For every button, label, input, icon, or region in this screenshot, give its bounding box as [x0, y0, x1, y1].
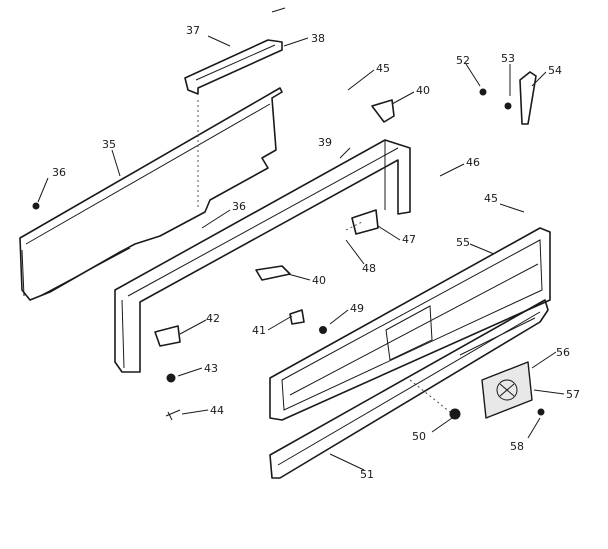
callout-49: 49 — [350, 302, 364, 315]
leader-lines — [37, 35, 565, 471]
callout-55: 55 — [456, 236, 470, 249]
callout-36-center: 36 — [232, 200, 246, 213]
callout-56: 56 — [556, 346, 570, 359]
part-top-bracket — [184, 7, 286, 95]
callout-58: 58 — [510, 440, 524, 453]
part-back-panel — [19, 87, 283, 301]
callout-45-right: 45 — [484, 192, 498, 205]
callout-50: 50 — [412, 430, 426, 443]
callout-40-center: 40 — [312, 274, 326, 287]
callout-43: 43 — [204, 362, 218, 375]
callout-35: 35 — [102, 138, 116, 151]
callout-44: 44 — [210, 404, 224, 417]
callout-36-left: 36 — [52, 166, 66, 179]
callout-39: 39 — [318, 136, 332, 149]
callout-40-top: 40 — [416, 84, 430, 97]
callout-47: 47 — [402, 233, 416, 246]
alignment-lines — [197, 100, 451, 413]
callout-38: 38 — [311, 32, 325, 45]
part-lower-strip — [269, 299, 549, 479]
callout-57: 57 — [566, 388, 580, 401]
callout-52: 52 — [456, 54, 470, 67]
part-switch-assembly — [481, 361, 533, 419]
callout-42: 42 — [206, 312, 220, 325]
callout-41: 41 — [252, 324, 266, 337]
callout-48: 48 — [362, 262, 376, 275]
callout-45-top: 45 — [376, 62, 390, 75]
part-hardware — [32, 71, 545, 421]
callout-37: 37 — [186, 24, 200, 37]
part-front-trim — [269, 227, 551, 421]
callout-51: 51 — [360, 468, 374, 481]
callout-labels: 36 35 37 38 45 40 52 53 54 39 46 45 36 4… — [52, 24, 580, 481]
callout-46: 46 — [466, 156, 480, 169]
callout-53: 53 — [501, 52, 515, 65]
callout-54: 54 — [548, 64, 562, 77]
part-front-frame — [114, 139, 411, 373]
